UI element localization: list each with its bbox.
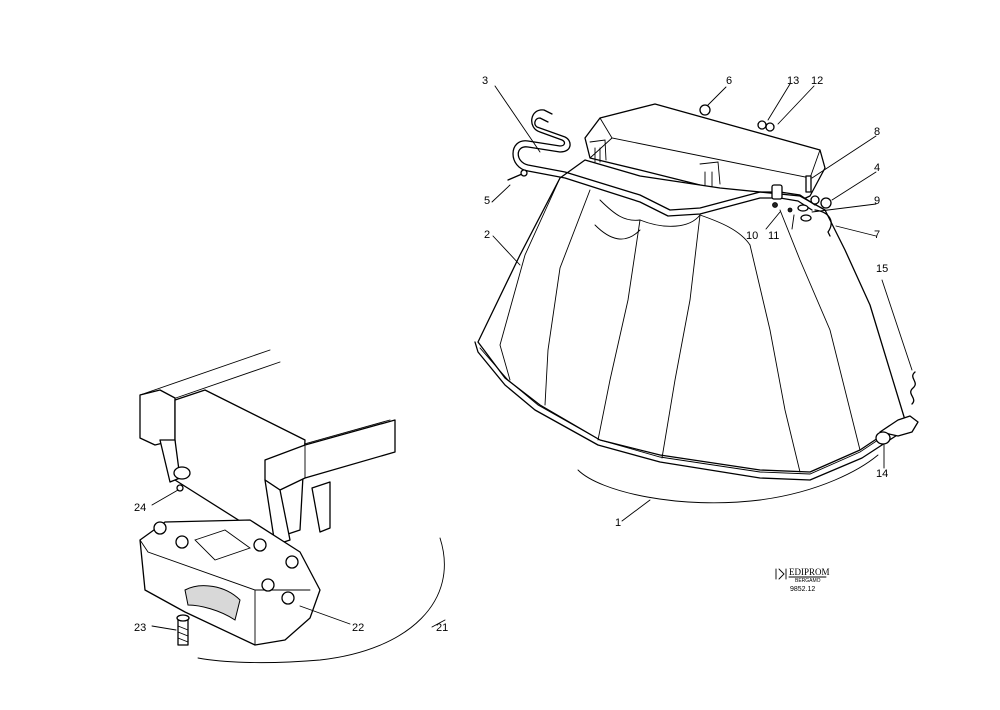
bracket [771, 184, 783, 200]
weight-block-22 [139, 519, 321, 646]
callout-12: 12 [811, 75, 823, 87]
callout-13: 13 [787, 75, 799, 87]
washer-12 [765, 122, 775, 132]
hood-body [477, 159, 906, 473]
hood-assembly [474, 103, 919, 481]
hood-bottom-lip [474, 341, 909, 481]
nut-6 [699, 104, 711, 116]
logo-sub: BERGAMO [795, 578, 821, 584]
callout-22: 22 [352, 622, 364, 634]
bolt-8 [805, 175, 812, 193]
leader-lines [151, 83, 913, 631]
callout-4: 4 [874, 162, 880, 174]
publisher-logo: EDIPROM BERGAMO 9852.12 [775, 567, 830, 593]
callout-14: 14 [876, 468, 888, 480]
handle-tube [517, 117, 816, 211]
callout-24: 24 [134, 502, 146, 514]
clip-15 [910, 371, 916, 405]
callout-23: 23 [134, 622, 146, 634]
callout-3: 3 [482, 75, 488, 87]
washer-9a [797, 204, 809, 212]
washer-4 [810, 195, 820, 205]
pin-14 [875, 431, 891, 445]
callout-21: 21 [436, 622, 448, 634]
callout-11: 11 [768, 230, 779, 242]
arc-21 [197, 537, 445, 664]
callout-labels: 3 6 13 12 8 4 5 9 10 11 2 7 15 14 1 24 2… [134, 75, 888, 634]
callout-15: 15 [876, 263, 888, 275]
arc-1 [577, 454, 879, 504]
latch-14 [879, 415, 919, 437]
callout-7: 7 [874, 229, 880, 241]
washer-9b [800, 214, 812, 222]
callout-8: 8 [874, 126, 880, 138]
callout-9: 9 [874, 195, 880, 207]
callout-10: 10 [746, 230, 758, 242]
callout-6: 6 [726, 75, 732, 87]
drawing-code: 9852.12 [790, 586, 815, 593]
nut-24 [173, 466, 191, 480]
frame-left-rail [139, 389, 176, 446]
hood-top-box [584, 103, 826, 206]
logo-mark-icon [775, 568, 787, 580]
nut-4 [820, 197, 832, 209]
nut-13 [757, 120, 767, 130]
bolt-5 [507, 173, 523, 181]
callout-2: 2 [484, 229, 490, 241]
weight-recess [184, 585, 241, 621]
callout-1: 1 [615, 517, 621, 529]
callout-5: 5 [484, 195, 490, 207]
logo-name: EDIPROM [789, 567, 830, 577]
ballast-assembly [139, 349, 396, 646]
